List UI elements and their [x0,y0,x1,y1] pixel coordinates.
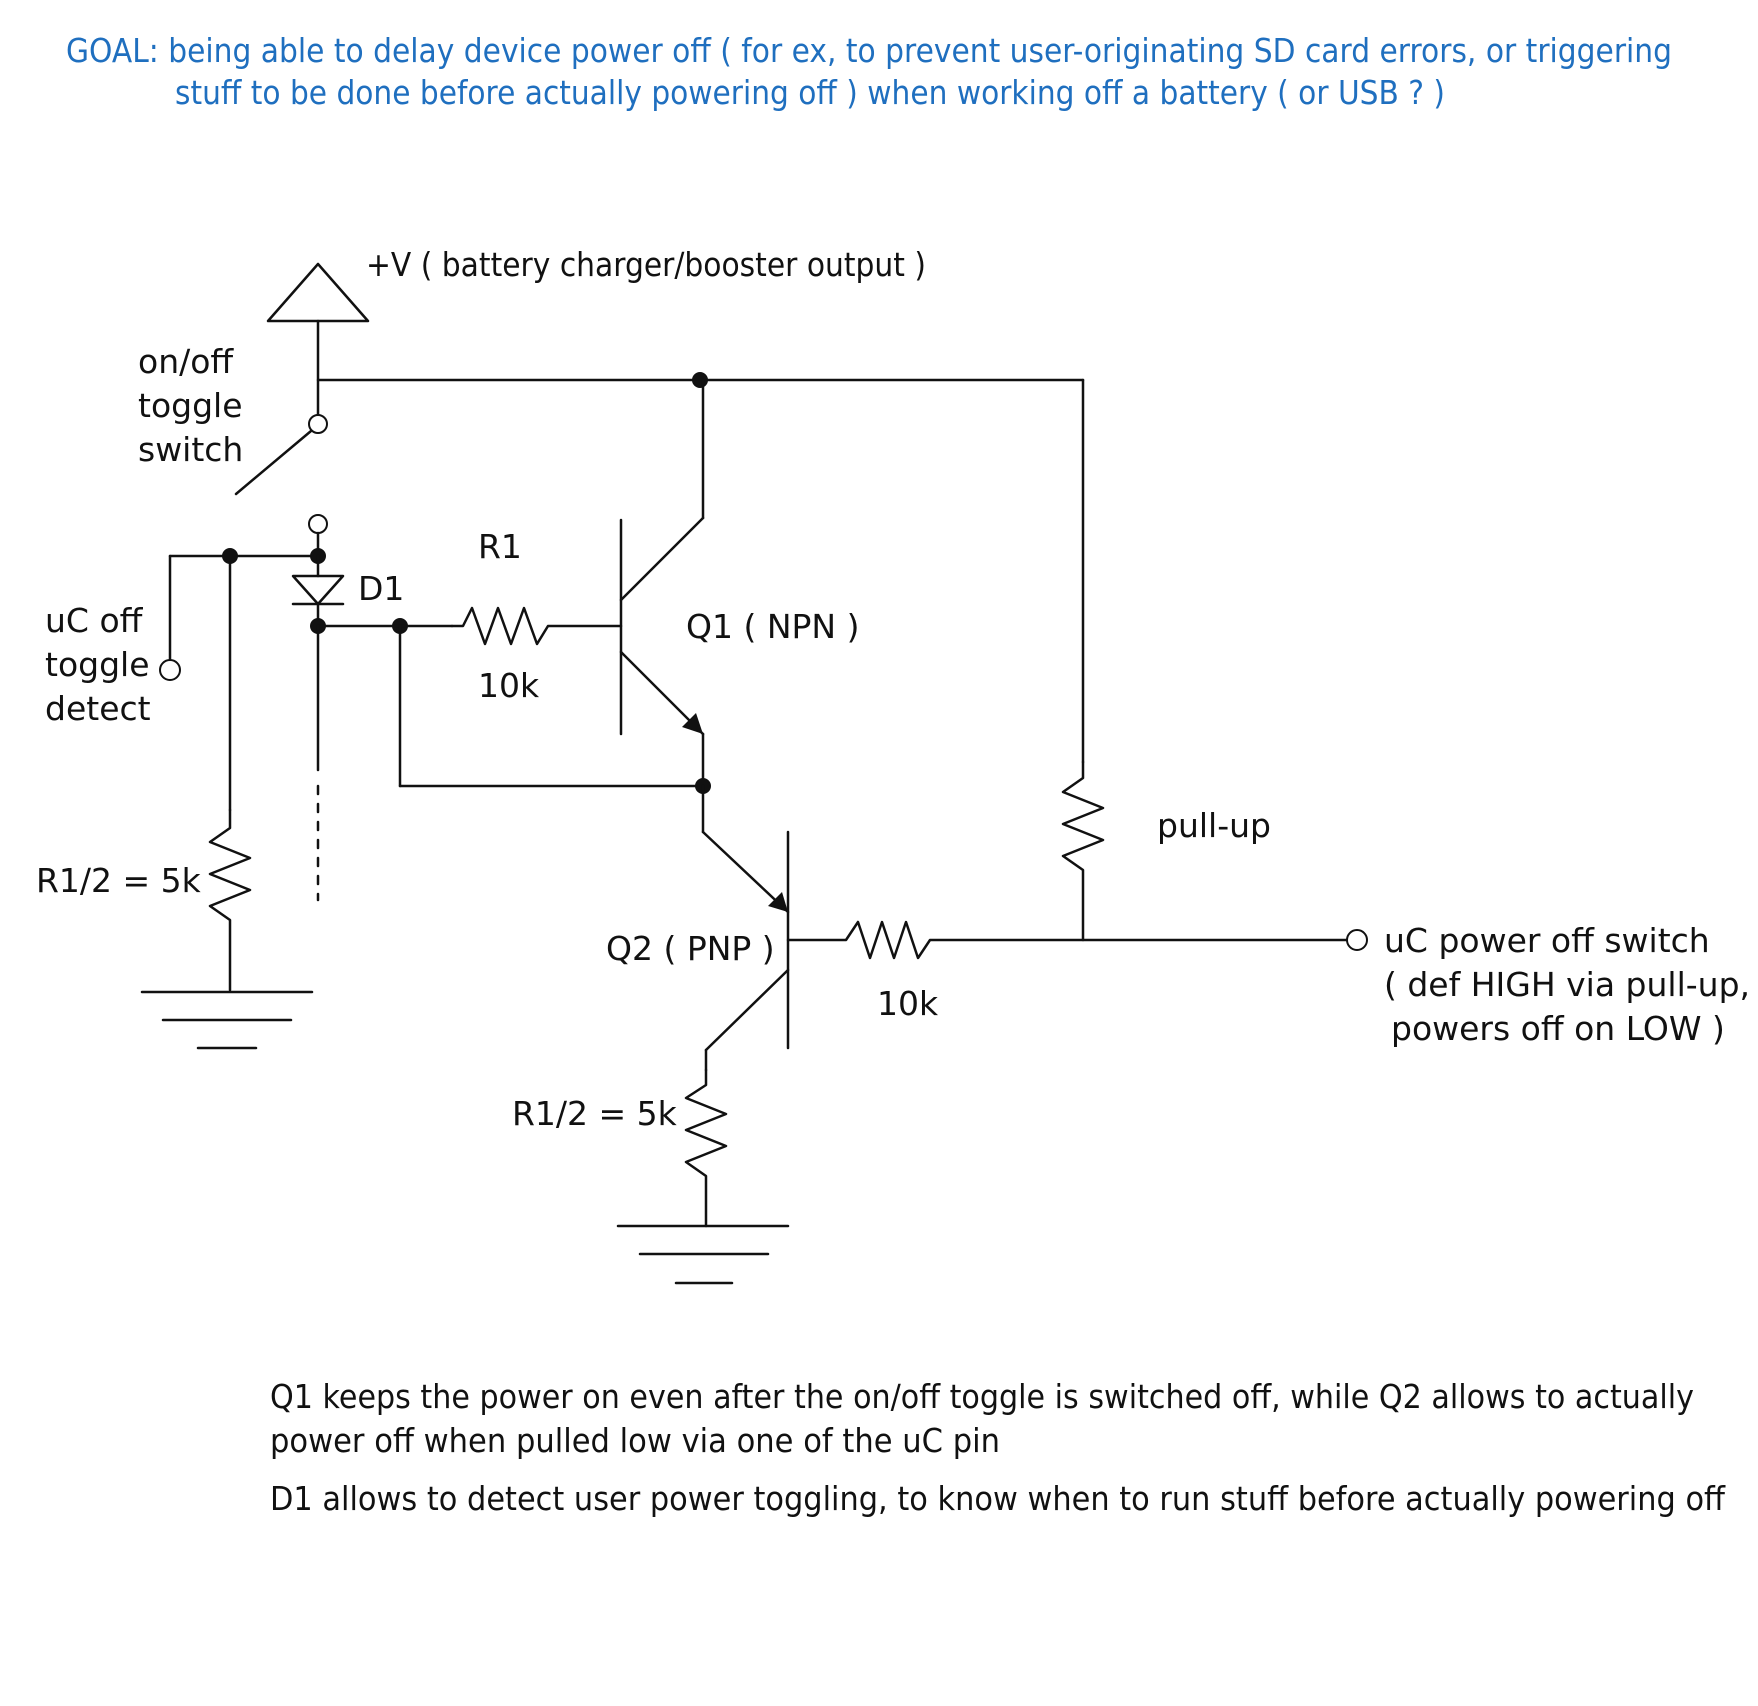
ground-left-icon [140,990,314,1050]
ground-bottom-icon [616,1224,790,1285]
detect-terminal [159,659,181,681]
uc-label-line-3: powers off on LOW ) [1391,1009,1725,1048]
supply-triangle-icon [266,262,370,422]
detect-label-line-1: uC off [45,601,144,640]
uc-label-line-2: ( def HIGH via pull-up, [1384,965,1750,1004]
resistor-pullup-icon [1061,760,1105,942]
goal-line-2: stuff to be done before actually powerin… [175,73,1445,112]
junction-dot [222,548,238,564]
top-rail-wire [316,378,1085,764]
uc-label-line-1: uC power off switch [1384,921,1710,960]
transistor-q1-npn-icon [619,378,705,788]
switch-label-line-1: on/off [138,342,234,381]
detect-label-line-3: detect [45,689,151,728]
resistor-q2-base-icon [786,920,1350,960]
resistor-r-half-left-icon [208,808,252,992]
q2-base-resistor-value-label: 10k [877,984,939,1023]
r1-label: R1 [478,527,522,566]
junction-dot [692,372,708,388]
note-line-2: power off when pulled low via one of the… [270,1421,1000,1460]
goal-line-1: GOAL: being able to delay device power o… [66,31,1672,70]
diode-d1-icon [291,554,345,628]
pullup-label: pull-up [1157,806,1271,845]
r-half-left-label: R1/2 = 5k [36,861,202,900]
detect-node-wire [168,531,320,812]
r1-value-label: 10k [478,666,540,705]
r-half-bottom-label: R1/2 = 5k [512,1094,678,1133]
resistor-r-half-bottom-icon [684,1068,728,1228]
d1-label: D1 [358,569,404,608]
toggle-switch-icon [234,414,328,534]
detect-label-line-2: toggle [45,645,150,684]
switch-label-line-2: toggle [138,386,243,425]
q2-label: Q2 ( PNP ) [606,929,775,968]
resistor-r1-icon [450,606,623,646]
note-line-3: D1 allows to detect user power toggling,… [270,1479,1726,1518]
uc-power-off-terminal [1346,929,1368,951]
d1-output-wire [316,624,705,902]
switch-label-line-3: switch [138,430,243,469]
q1-label: Q1 ( NPN ) [686,607,859,646]
supply-label: +V ( battery charger/booster output ) [366,245,926,284]
note-line-1: Q1 keeps the power on even after the on/… [270,1377,1694,1416]
transistor-q2-pnp-icon [701,784,790,1072]
